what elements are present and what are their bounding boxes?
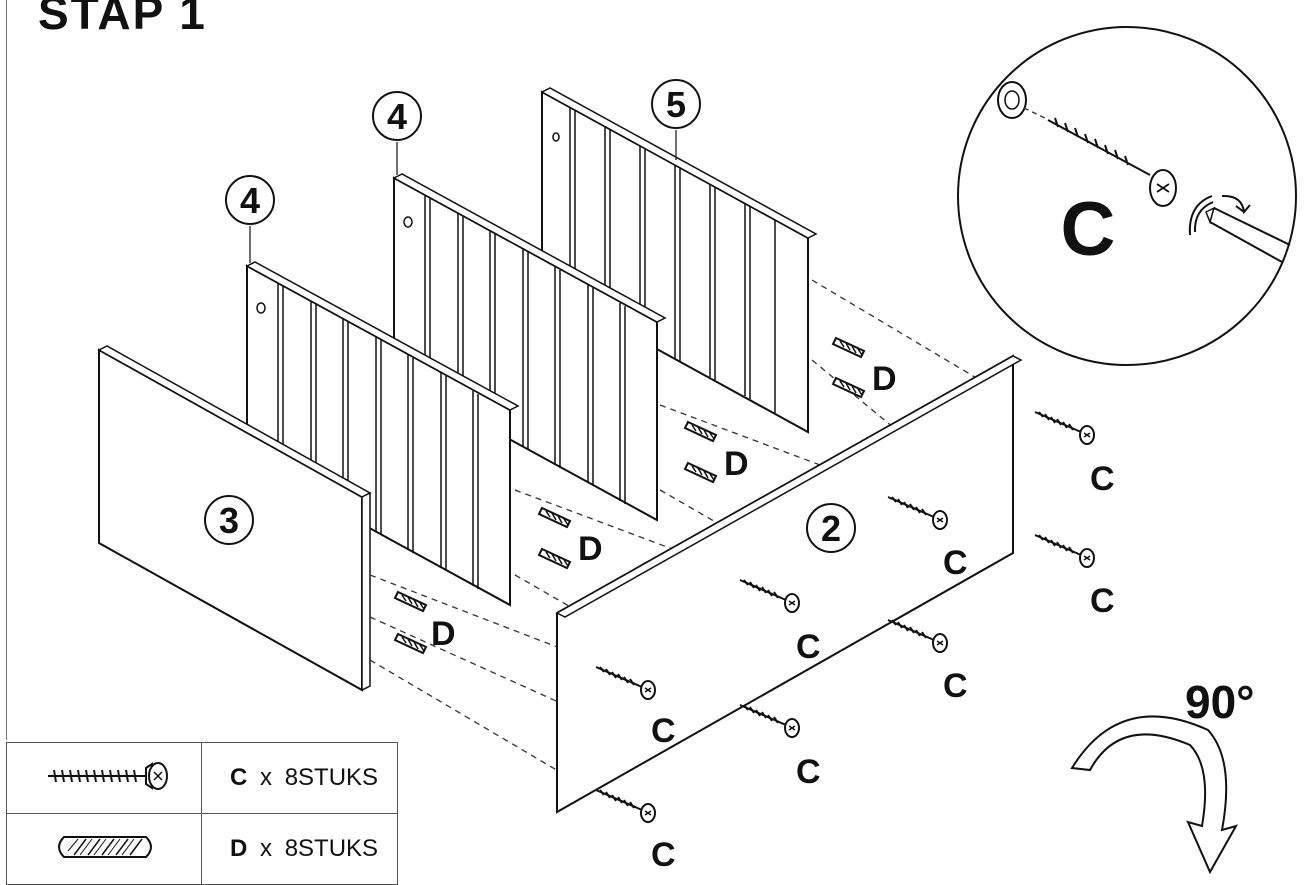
part-letter: C bbox=[230, 764, 248, 791]
panel-5-number: 5 bbox=[666, 84, 686, 125]
part-times: x bbox=[260, 764, 273, 791]
panel-3-number: 3 bbox=[219, 500, 239, 541]
screw-label: C bbox=[796, 628, 821, 666]
panel-2 bbox=[555, 354, 1023, 814]
part-quantity: 8STUKS bbox=[284, 835, 379, 862]
page-border bbox=[6, 0, 7, 740]
detail-screw-label: C bbox=[1061, 187, 1116, 272]
panel-2-callout bbox=[806, 503, 856, 553]
panel-4-rear-callout bbox=[372, 91, 422, 141]
dowel-label: D bbox=[431, 615, 456, 653]
panel-4-front-callout bbox=[225, 175, 275, 225]
screw-icon bbox=[48, 761, 168, 790]
screw-label: C bbox=[943, 544, 968, 582]
dowel-icon bbox=[58, 835, 152, 858]
rotate-90-arrow-icon bbox=[1070, 715, 1239, 875]
screw-label: C bbox=[943, 667, 968, 705]
parts-row: C x 8STUKS bbox=[6, 742, 398, 814]
panel-4-front-number: 4 bbox=[240, 180, 260, 221]
parts-icon-cell bbox=[6, 813, 202, 885]
step-title: STAP 1 bbox=[38, 0, 207, 39]
panel-5-callout bbox=[651, 79, 701, 129]
part-letter: D bbox=[230, 835, 248, 862]
dowel-label: D bbox=[578, 530, 603, 568]
dowel-label: D bbox=[872, 360, 897, 398]
parts-table: C x 8STUKS D x 8STUKS bbox=[6, 742, 398, 885]
part-quantity: 8STUKS bbox=[284, 764, 379, 791]
screw-label: C bbox=[1090, 582, 1115, 620]
panel-2-number: 2 bbox=[821, 508, 841, 549]
panel-4-rear-number: 4 bbox=[387, 96, 407, 137]
parts-qty-cell: C x 8STUKS bbox=[201, 742, 398, 814]
panel-4-rear bbox=[392, 142, 667, 522]
screw-label: C bbox=[796, 753, 821, 791]
parts-qty-cell: D x 8STUKS bbox=[201, 813, 398, 885]
dowel-label: D bbox=[724, 445, 749, 483]
screw-label: C bbox=[651, 712, 676, 750]
rotation-label: 90° bbox=[1185, 676, 1255, 728]
part-times: x bbox=[260, 835, 273, 862]
parts-icon-cell bbox=[6, 742, 202, 814]
screw-label: C bbox=[1090, 460, 1115, 498]
parts-row: D x 8STUKS bbox=[6, 813, 398, 885]
screw-label: C bbox=[651, 836, 676, 874]
screw-detail-inset bbox=[957, 26, 1297, 366]
panel-3-callout bbox=[204, 495, 254, 545]
